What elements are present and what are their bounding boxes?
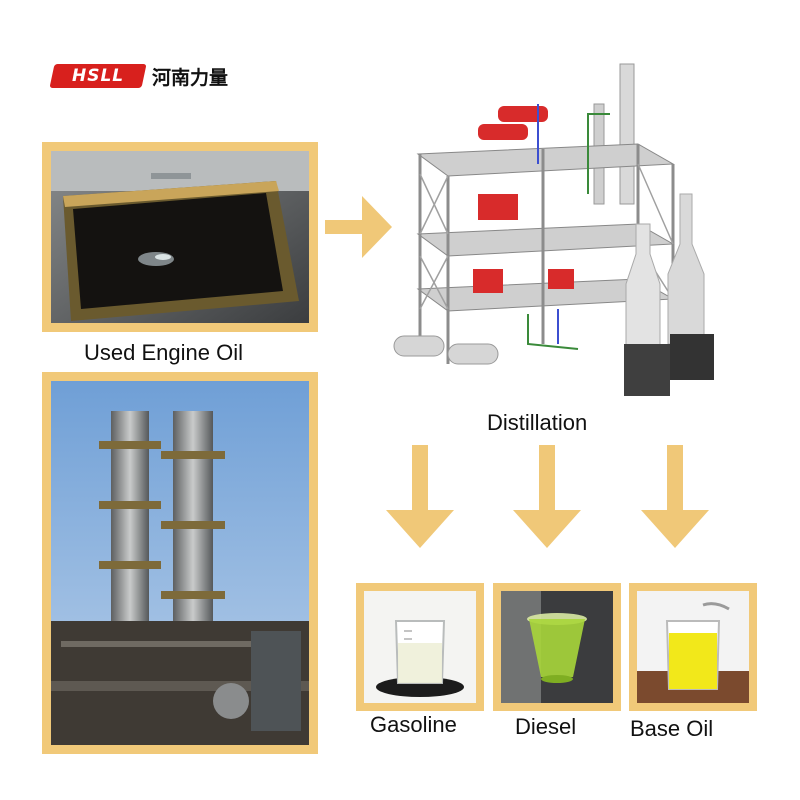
logo-company-name: 河南力量 [152,66,229,89]
arrow-down-base-oil [641,445,709,548]
diesel-photo [493,583,621,711]
arrow-down-gasoline [386,445,454,548]
company-logo: HSLL 河南力量 [49,62,242,90]
distillation-label: Distillation [487,410,588,435]
logo-badge-text: HSLL [71,66,125,86]
used-engine-oil-photo [42,142,318,332]
distillation-tower-photo [42,372,318,754]
logo-badge: HSLL [49,64,147,88]
distillation-plant-illustration [388,44,718,402]
base-oil-label: Base Oil [630,716,714,741]
arrow-down-diesel [513,445,581,548]
base-oil-photo [629,583,757,711]
gasoline-photo [356,583,484,711]
diesel-label: Diesel [515,714,577,739]
gasoline-label: Gasoline [370,712,457,737]
used-engine-oil-label: Used Engine Oil [84,340,243,365]
arrow-right [325,196,392,258]
